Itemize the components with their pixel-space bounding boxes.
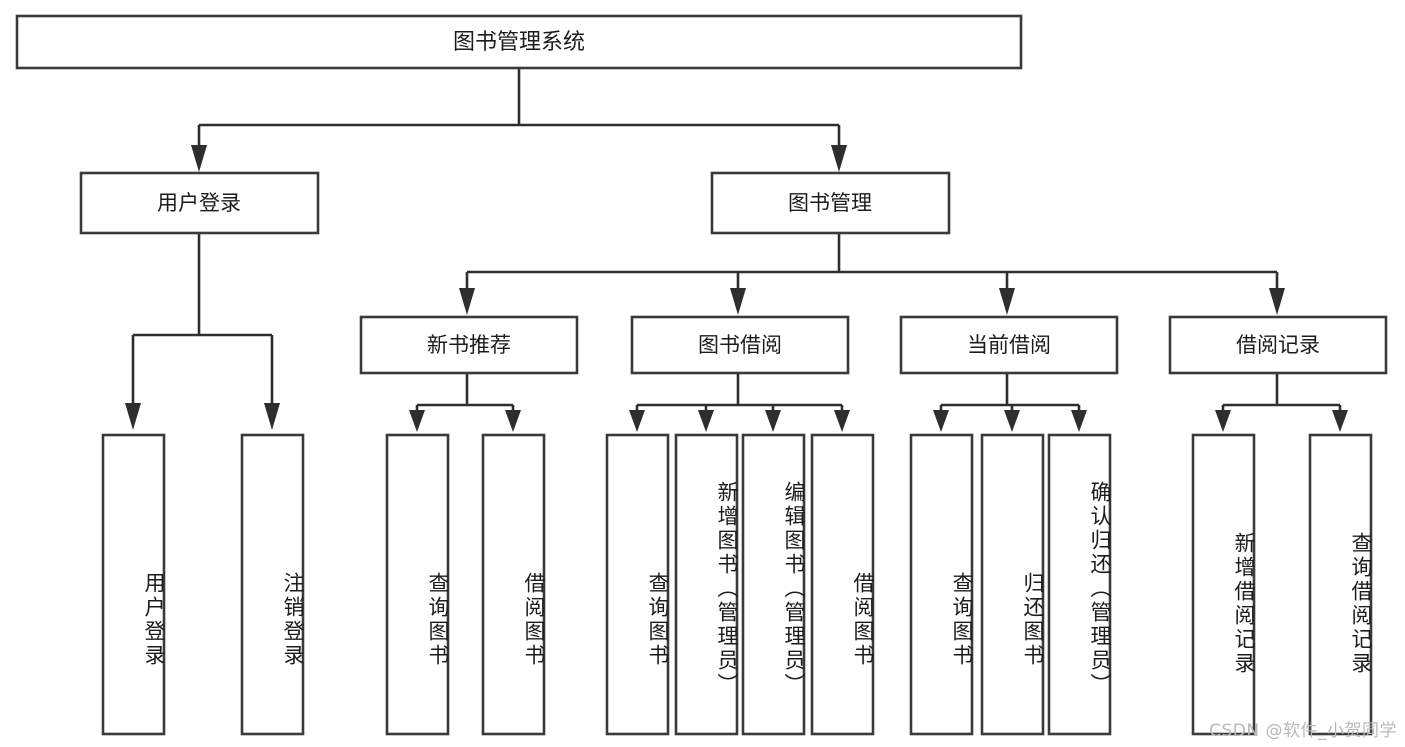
node-book-borrow[interactable]: [630, 315, 850, 375]
level3-label-current-borrow: 当前借阅: [967, 333, 1051, 357]
connector-newbook-to-leaves: [409, 373, 521, 432]
node-root[interactable]: [15, 14, 1023, 70]
level3-label-borrow-record: 借阅记录: [1236, 333, 1320, 357]
node-new-book-recommend[interactable]: [359, 315, 579, 375]
node-current-borrow[interactable]: [899, 315, 1119, 375]
connector-bookborrow-to-leaves: [629, 373, 850, 432]
connector-userlogin-to-leaves: [125, 233, 280, 430]
leaf-box: [101, 433, 166, 736]
leaf-box: [1308, 433, 1373, 736]
level2-label-user-login: 用户登录: [157, 191, 241, 215]
leaf-box: [1047, 433, 1112, 736]
node-borrow-record[interactable]: [1168, 315, 1388, 375]
connector-currentborrow-to-leaves: [933, 373, 1087, 432]
leaf-box: [1191, 433, 1256, 736]
level3-label-book-borrow: 图书借阅: [698, 333, 782, 357]
leaf-box: [980, 433, 1045, 736]
leaf-box: [481, 433, 546, 736]
leaf-box-group: [101, 433, 1373, 736]
level3-label-new-book-recommend: 新书推荐: [427, 333, 511, 357]
connector-root-to-level2: [191, 68, 847, 172]
leaf-box: [674, 433, 739, 736]
connector-borrowrecord-to-leaves: [1215, 373, 1348, 432]
leaf-box: [240, 433, 305, 736]
connector-bookmgmt-to-level3: [459, 233, 1285, 315]
level2-label-book-management: 图书管理: [788, 191, 872, 215]
watermark: CSDN @软件_小贺同学: [1209, 721, 1397, 741]
leaf-box: [741, 433, 806, 736]
leaf-box: [385, 433, 450, 736]
node-user-login[interactable]: [79, 171, 320, 235]
node-book-management[interactable]: [710, 171, 951, 235]
leaf-box: [605, 433, 670, 736]
root-label: 图书管理系统: [453, 30, 585, 55]
leaf-box: [810, 433, 875, 736]
leaf-box: [909, 433, 974, 736]
